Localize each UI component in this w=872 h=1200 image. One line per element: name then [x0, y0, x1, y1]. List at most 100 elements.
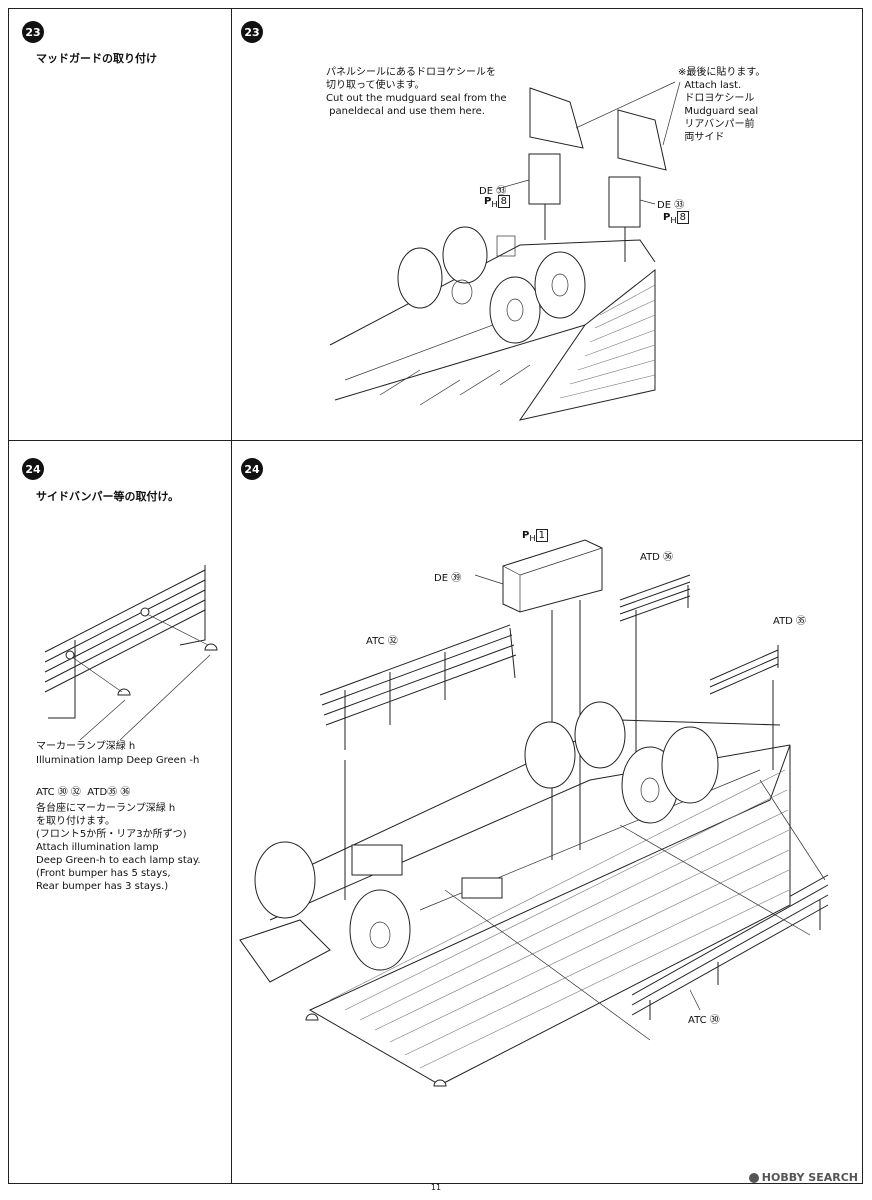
- mudguard-seal-left: [529, 87, 584, 149]
- callout-atc30: ATC ㉚: [688, 1015, 720, 1026]
- bracket: [496, 235, 516, 257]
- row-divider: [8, 440, 863, 441]
- mudguard-plate-right: [608, 176, 641, 228]
- watermark: HOBBY SEARCH: [748, 1171, 858, 1184]
- wheel: [489, 276, 541, 344]
- battery-box: [502, 539, 603, 613]
- ph-paint-number: 8: [676, 211, 689, 224]
- marker-lamp: [433, 1079, 447, 1087]
- lamp-base: [140, 607, 150, 617]
- leader-line: [759, 779, 826, 881]
- lamp-label-en: Illumination lamp Deep Green -h: [36, 755, 200, 766]
- step-23-badge-right: 23: [241, 21, 263, 43]
- wheel: [534, 251, 586, 319]
- bumper-stay: [48, 640, 76, 719]
- step-24-badge-left: 24: [22, 458, 44, 480]
- mudguard-seal-right: [617, 109, 667, 171]
- callout-atd36: ATD ㊱: [640, 552, 674, 563]
- callout-de33-left: DE ㉝: [479, 186, 507, 197]
- step-24-title: サイドバンパー等の取付け。: [36, 490, 179, 503]
- hub: [506, 298, 524, 322]
- ph-paint-sub: H: [491, 199, 498, 209]
- leader-line: [79, 699, 126, 741]
- leader-line: [575, 81, 676, 129]
- watermark-text: HOBBY SEARCH: [761, 1171, 858, 1184]
- callout-de33-right: DE ㉝: [657, 200, 685, 211]
- bumper-rail: [44, 599, 206, 683]
- ph-paint-letter: P: [522, 530, 530, 541]
- leader-line: [639, 199, 656, 205]
- lamp-instruction: 各台座にマーカーランプ深緑 h を取り付けます。 (フロント5か所・リア3か所ず…: [36, 803, 201, 892]
- atd36-stays: [635, 585, 689, 630]
- bumper-rail: [44, 609, 206, 693]
- marker-lamp: [117, 688, 131, 696]
- rear-wheel: [574, 701, 626, 769]
- leader-line: [689, 989, 701, 1011]
- hub: [551, 273, 569, 297]
- ph-paint-sub: H: [670, 215, 677, 225]
- atc30-stays: [649, 900, 821, 1020]
- leader-line: [444, 889, 651, 1041]
- hub: [640, 777, 660, 803]
- ph-paint-letter: P: [663, 212, 671, 223]
- wheel: [397, 247, 443, 309]
- wheel: [442, 226, 488, 284]
- arrow-line: [71, 656, 123, 693]
- frame-rail: [334, 324, 586, 401]
- mudguard-cut-note-jp: パネルシールにあるドロヨケシールを 切り取って使います。: [326, 67, 496, 91]
- mudguard-cut-note-en: Cut out the mudguard seal from the panel…: [326, 93, 507, 117]
- air-tank: [461, 877, 503, 899]
- callout-de39: DE ㊴: [434, 573, 462, 584]
- cross-members: [379, 364, 531, 406]
- page-number: 11: [430, 1183, 442, 1192]
- leader-line: [662, 81, 681, 146]
- bumper-rail: [44, 569, 206, 653]
- step-23-badge-left: 23: [22, 21, 44, 43]
- rear-wheel: [524, 721, 576, 789]
- callout-atd35: ATD ㉟: [773, 616, 807, 627]
- atd35-bumper: [709, 649, 779, 695]
- leader-line: [474, 574, 504, 585]
- step24-chassis-drawing: [239, 539, 829, 1087]
- side-bumper-detail: [44, 565, 218, 741]
- leader-line: [496, 179, 530, 190]
- atc32-bumper: [319, 624, 517, 726]
- rear-wheel: [661, 726, 719, 804]
- hub: [369, 921, 391, 949]
- cargo-box-ribs: [559, 284, 656, 399]
- bumper-rail: [44, 579, 206, 663]
- leader-line: [119, 654, 211, 741]
- lamp-label-jp: マーカーランプ深緑 h: [36, 741, 136, 752]
- marker-lamp: [305, 1013, 319, 1021]
- ph-paint-number: 8: [497, 195, 510, 208]
- cargo-box-side: [308, 744, 791, 1086]
- ph-paint-letter: P: [484, 196, 492, 207]
- front-bumper: [239, 919, 331, 983]
- mudguard-plate-left: [528, 153, 561, 205]
- cargo-box-rear: [518, 268, 656, 421]
- step-23-title: マッドガードの取り付け: [36, 52, 157, 65]
- hobbysearch-logo-icon: [748, 1173, 759, 1183]
- step-24-badge-right: 24: [241, 458, 263, 480]
- attach-last-note: ※最後に貼ります。 Attach last. ドロヨケシール Mudguard …: [678, 67, 766, 143]
- leader-line: [619, 824, 811, 936]
- ph-paint-sub: H: [529, 533, 536, 543]
- differential: [451, 279, 473, 305]
- arrow-line: [146, 613, 209, 646]
- cargo-box-ribs: [329, 769, 790, 1069]
- ph-paint-number: 1: [535, 529, 548, 542]
- atc32-stays: [344, 627, 516, 750]
- step23-chassis-drawing: [329, 81, 681, 421]
- front-wheel: [254, 841, 316, 919]
- marker-lamp: [204, 643, 218, 651]
- column-divider: [231, 8, 232, 1184]
- atd36-bumper: [619, 574, 691, 622]
- front-wheel: [349, 889, 411, 971]
- page-frame: [8, 8, 863, 1184]
- callout-atc32: ATC ㉜: [366, 636, 398, 647]
- bumper-stay: [179, 565, 206, 646]
